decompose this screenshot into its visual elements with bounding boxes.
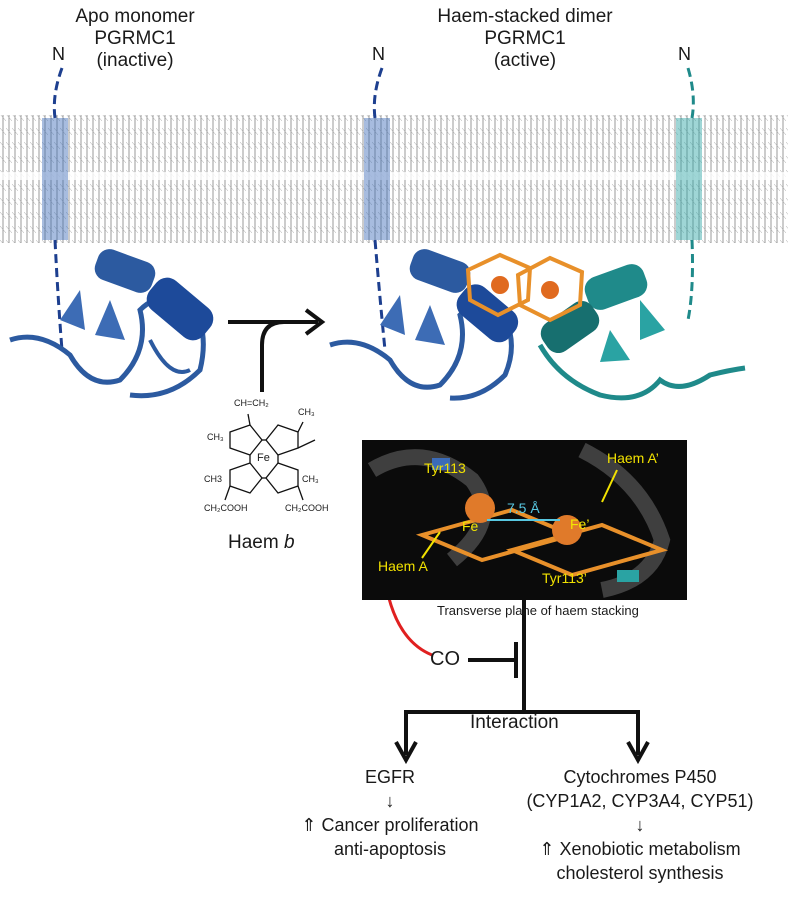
monomer-n-label: N (52, 44, 65, 64)
haem-vinyl-label: CH=CH₂ (234, 398, 269, 408)
monomer-title: Apo monomer PGRMC1 (inactive) (40, 6, 230, 72)
haem-b-structure (224, 413, 316, 501)
cyp-block: Cytochromes P450 (CYP1A2, CYP3A4, CYP51)… (505, 765, 775, 885)
egfr-effect2: anti-apoptosis (333, 839, 447, 859)
monomer-title-line3: (inactive) (96, 50, 174, 71)
dimer-n-tail-left (372, 67, 387, 351)
cyp-arrow: ↓ (635, 815, 645, 835)
cyp-members: (CYP1A2, CYP3A4, CYP51) (526, 791, 754, 811)
egfr-arrow: ↓ (385, 791, 395, 811)
dimer-title: Haem-stacked dimer PGRMC1 (active) (415, 6, 635, 72)
egfr-block: EGFR ↓ ⇑ Cancer proliferation anti-apopt… (270, 765, 510, 861)
monomer-title-line2: PGRMC1 (94, 28, 176, 49)
dimer-tm-helix-left (364, 118, 390, 240)
dimer-left-n-label: N (372, 44, 385, 64)
fe-prime-label: Fe’ (570, 516, 590, 532)
cyp-title: Cytochromes P450 (563, 767, 717, 787)
plane-caption: Transverse plane of haem stacking (437, 603, 639, 618)
fe-distance-label: 7.5 Å (507, 500, 540, 516)
haem-ch3-top-label: CH₃ (298, 407, 315, 417)
egfr-title: EGFR (364, 767, 415, 787)
inset-graphics (367, 442, 671, 598)
monomer-title-line1: Apo monomer (75, 6, 195, 27)
cyp-effect1: ⇑ Xenobiotic metabolism (539, 839, 741, 859)
haem-b-name-text: Haem (228, 532, 284, 553)
monomer-n-tail (52, 67, 64, 351)
dimer-tm-helix-right (676, 118, 702, 240)
arrow-to-cyp (626, 741, 650, 765)
fe-label: Fe (462, 518, 479, 534)
interaction-label: Interaction (470, 712, 559, 733)
haem-a-prime-label: Haem A’ (607, 450, 659, 466)
monomer-tm-helix (42, 118, 68, 240)
branch-lines (404, 690, 640, 755)
haem-ch3-lower-left-label: CH3 (204, 474, 223, 484)
co-label: CO (430, 648, 460, 670)
dimer-title-line1: Haem-stacked dimer (437, 6, 613, 27)
dimer-title-line3: (active) (493, 50, 557, 71)
haem-b-name-italic: b (283, 532, 295, 553)
dimer-protein-right (537, 264, 746, 401)
monomer-protein (9, 249, 214, 399)
dimer-right-n-label: N (678, 44, 691, 64)
tyr113-prime-label: Tyr113’ (542, 570, 587, 586)
haem-a-label: Haem A (378, 558, 428, 574)
stacked-haem-pair (465, 252, 585, 323)
haem-b-name: Haem b (228, 532, 295, 554)
haem-fe-label: Fe (257, 452, 270, 464)
membrane-midplane (0, 172, 788, 180)
haem-acid-left-label: CH₂COOH (204, 503, 248, 513)
arrow-to-egfr (394, 741, 418, 765)
binding-arrowhead (304, 308, 326, 336)
haem-ch3-left-label: CH₃ (207, 432, 224, 442)
egfr-effect1: ⇑ Cancer proliferation (301, 815, 479, 835)
dimer-n-tail-right (686, 67, 695, 321)
haem-ch3-lower-right-label: CH₃ (302, 474, 319, 484)
haem-acid-right-label: CH₂COOH (285, 503, 329, 513)
haem-input-curve (260, 320, 285, 392)
dimer-protein-left (329, 249, 519, 401)
tyr113-label: Tyr113 (424, 460, 466, 476)
dimer-title-line2: PGRMC1 (484, 28, 566, 49)
cyp-effect2: cholesterol synthesis (556, 863, 724, 883)
haem-stacking-inset: Tyr113 Haem A’ 7.5 Å Fe Fe’ Haem A Tyr11… (362, 440, 687, 600)
